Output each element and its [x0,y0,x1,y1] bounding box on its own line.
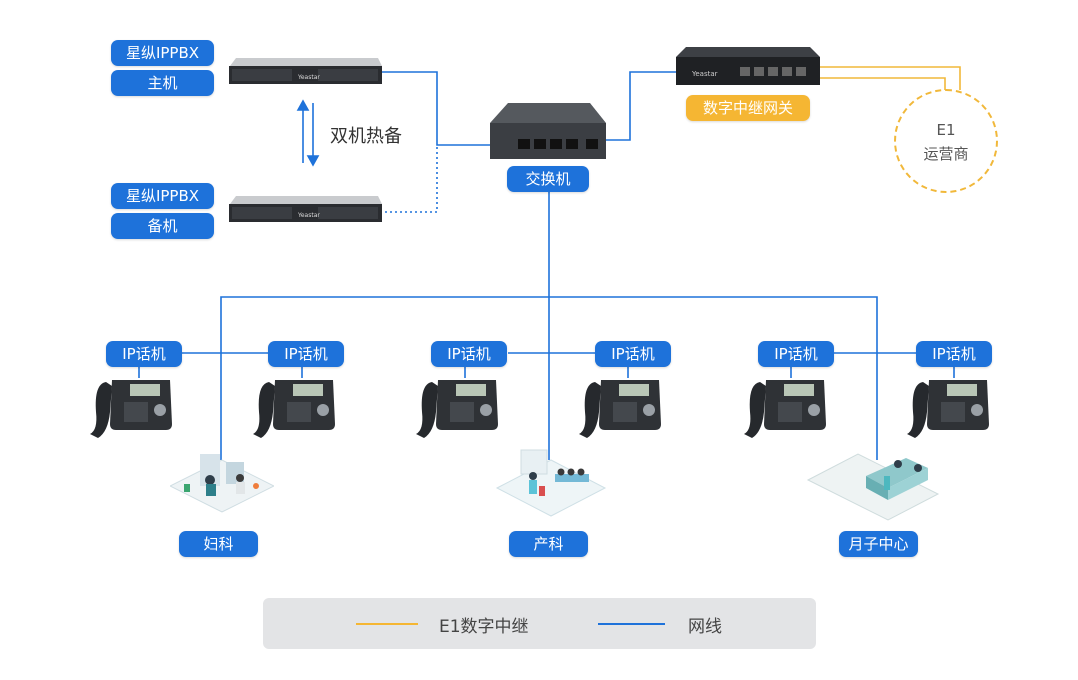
legend-e1-swatch [356,623,418,625]
department-gynecology-tag: 妇科 [179,531,258,557]
backup-server-role-tag: 备机 [111,213,214,239]
main-server-role-tag: 主机 [111,70,214,96]
gynecology-room-illustration [170,454,274,513]
hot-standby-label: 双机热备 [330,126,402,147]
main-server-title-tag: 星纵IPPBX [111,40,214,66]
gateway-icon: Yeastar [676,47,820,85]
gateway-brand: Yeastar [691,70,718,78]
postnatal-center-illustration [806,453,940,521]
switch-tag: 交换机 [507,166,589,192]
backup-server-title-tag: 星纵IPPBX [111,183,214,209]
gateway-tag: 数字中继网关 [686,95,810,121]
ip-phone-icon [416,380,498,438]
main-server-icon: Yeastar [229,58,382,84]
ip-phone-icon [579,380,661,438]
ip-phone-tag-1: IP话机 [106,341,182,367]
department-obstetrics-tag: 产科 [509,531,588,557]
legend-network-swatch [598,623,665,625]
ip-phone-icon [907,380,989,438]
legend-network-label: 网线 [688,617,722,637]
ip-phone-icon [744,380,826,438]
ip-phone-tag-2: IP话机 [268,341,344,367]
ip-phone-icon [253,380,335,438]
ip-phone-tag-5: IP话机 [758,341,834,367]
ip-phone-icon [90,380,172,438]
ip-phone-tag-6: IP话机 [916,341,992,367]
legend-e1-label: E1数字中继 [439,617,529,637]
legend: E1数字中继 网线 [263,598,816,649]
carrier-operator-label: 运营商 [923,145,969,163]
carrier-circle: E1 运营商 [894,89,998,193]
backup-server-brand: Yeastar [297,212,320,219]
backup-server-icon: Yeastar [229,196,382,222]
ip-phone-tag-3: IP话机 [431,341,507,367]
obstetrics-room-illustration [495,449,607,517]
department-postnatal-tag: 月子中心 [839,531,918,557]
carrier-e1-label: E1 [936,121,956,139]
ip-phone-tag-4: IP话机 [595,341,671,367]
switch-icon [490,103,606,159]
main-server-brand: Yeastar [297,74,320,81]
